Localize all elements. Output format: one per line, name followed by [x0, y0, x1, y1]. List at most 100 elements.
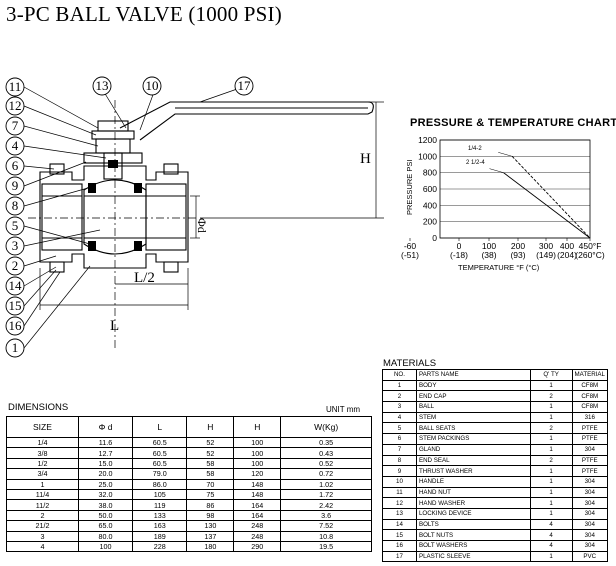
dimensions-cell: 79.0: [132, 468, 188, 480]
dimensions-cell: 19.5: [280, 540, 372, 553]
dimensions-cell: 80.0: [77, 530, 134, 542]
callout: [5, 76, 254, 358]
dimensions-cell: 120: [233, 468, 282, 480]
dimensions-cell: 12.7: [77, 447, 134, 459]
materials-cell: 1: [529, 486, 573, 499]
dimensions-unit: UNIT mm: [326, 405, 361, 414]
dimensions-cell: 189: [132, 530, 188, 542]
dimensions-cell: 164: [233, 509, 282, 522]
dimensions-cell: 180: [186, 540, 235, 553]
dimensions-cell: 100: [233, 457, 282, 470]
dimensions-cell: 86.0: [132, 478, 188, 490]
dimensions-cell: 3.6: [280, 509, 372, 522]
materials-cell: END SEAL: [415, 454, 531, 467]
dimensions-cell: 65.0: [77, 520, 134, 532]
materials-cell: 1: [529, 443, 573, 456]
materials-header-cell: PARTS NAME: [415, 369, 531, 381]
dimensions-cell: 0.52: [280, 457, 372, 470]
materials-cell: PTFE: [571, 433, 609, 445]
dimensions-cell: 10.8: [280, 530, 372, 542]
materials-cell: 14: [382, 518, 417, 531]
bolt-top-left: [49, 163, 65, 175]
materials-cell: CF8M: [571, 379, 609, 392]
materials-cell: 2: [529, 390, 573, 403]
materials-cell: STEM PACKINGS: [415, 433, 531, 445]
dimensions-cell: 0.43: [280, 447, 372, 459]
dimensions-cell: 0.35: [280, 436, 372, 449]
dimensions-cell: 11.6: [77, 436, 134, 449]
dimensions-cell: 11/2: [6, 499, 79, 511]
materials-cell: 4: [382, 411, 417, 424]
chart-xtick-label: 450°F: [579, 241, 602, 251]
page-title: 3-PC BALL VALVE (1000 PSI): [6, 2, 282, 26]
chart-ytick-label: 200: [423, 217, 437, 227]
callout-label: 14: [9, 278, 23, 293]
callout-label: 3: [12, 238, 19, 253]
dimensions-cell: 70: [186, 478, 235, 490]
dimensions-cell: 2.42: [280, 499, 372, 511]
callout-label: 9: [12, 178, 19, 193]
dimensions-cell: 3/8: [6, 447, 79, 459]
materials-cell: BALL: [415, 401, 531, 413]
dimensions-cell: 290: [233, 540, 282, 553]
chart-xtick-label: 100: [482, 241, 496, 251]
dimensions-cell: 1.02: [280, 478, 372, 490]
callout-label: 17: [238, 78, 252, 93]
materials-cell: 304: [571, 518, 609, 531]
dimensions-cell: 60.5: [132, 447, 188, 459]
materials-cell: 316: [571, 411, 609, 424]
dimensions-cell: 248: [233, 520, 282, 532]
materials-cell: 16: [382, 540, 417, 552]
dimensions-cell: 3: [6, 530, 79, 542]
dimensions-cell: 38.0: [77, 499, 134, 511]
materials-cell: 304: [571, 540, 609, 552]
dimensions-cell: 7.52: [280, 520, 372, 532]
chart-xtick-label-c: (260°C): [575, 250, 605, 260]
materials-cell: 4: [529, 518, 573, 531]
materials-cell: BOLTS: [415, 518, 531, 531]
materials-cell: 2: [529, 422, 573, 435]
dimensions-header-cell: H: [233, 416, 282, 438]
dimensions-cell: 0.72: [280, 468, 372, 480]
dimensions-cell: 32.0: [77, 488, 134, 501]
materials-cell: 17: [382, 550, 417, 563]
dimensions-cell: 1.72: [280, 488, 372, 501]
dimensions-cell: 75: [186, 488, 235, 501]
gland: [95, 138, 131, 154]
materials-cell: 304: [571, 443, 609, 456]
dimensions-cell: 119: [132, 499, 188, 511]
dimensions-cell: 100: [77, 540, 134, 553]
callout-label: 10: [146, 78, 159, 93]
dim-l-label: L: [110, 318, 119, 334]
series-label-2: 2 1/2-4: [466, 160, 485, 166]
dimensions-cell: 20.0: [77, 468, 134, 480]
materials-cell: 1: [529, 507, 573, 520]
dimensions-cell: 248: [233, 530, 282, 542]
materials-cell: PVC: [571, 550, 609, 563]
chart-xtick-label: 400: [560, 241, 574, 251]
dimensions-cell: 60.5: [132, 457, 188, 470]
materials-cell: 3: [382, 401, 417, 413]
dimensions-cell: 60.5: [132, 436, 188, 449]
dimensions-cell: 1/2: [6, 457, 79, 470]
dimensions-cell: 4: [6, 540, 79, 553]
dimensions-cell: 130: [186, 520, 235, 532]
materials-cell: PTFE: [571, 454, 609, 467]
materials-cell: HANDLE: [415, 475, 531, 488]
materials-cell: 4: [529, 529, 573, 541]
dimensions-cell: 52: [186, 447, 235, 459]
dimensions-header-cell: W(Kg): [280, 416, 372, 438]
